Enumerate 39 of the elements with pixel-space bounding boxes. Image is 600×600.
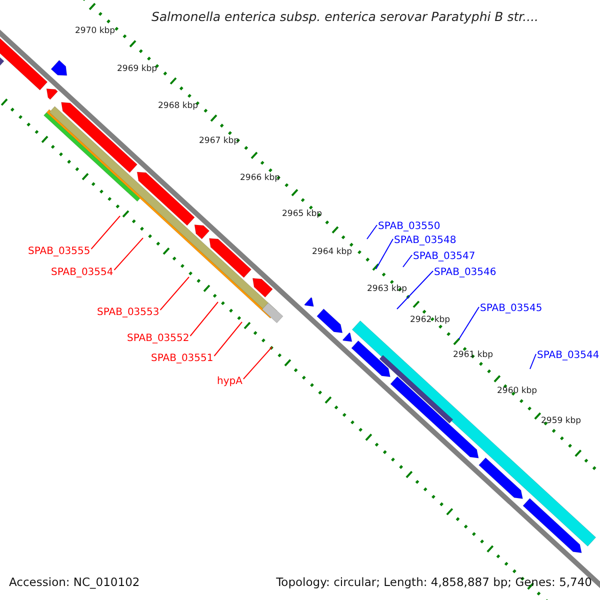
- title: Salmonella enterica subsp. enterica serovar Paratyphi B str....: [150, 9, 540, 24]
- leader-line: [90, 216, 120, 250]
- scale-label: 2964 kbp: [312, 247, 352, 257]
- leader-line: [402, 254, 412, 268]
- scale-label: 2969 kbp: [117, 64, 158, 74]
- scale-label: 2963 kbp: [367, 284, 408, 294]
- leader-line: [242, 346, 272, 380]
- scale-label: 2959 kbp: [541, 416, 582, 426]
- scale-label: 2966 kbp: [240, 173, 280, 183]
- leader-line: [530, 354, 536, 370]
- scale-label: 2960 kbp: [497, 386, 538, 396]
- gene-label: SPAB_03548: [394, 235, 456, 247]
- gene-label: SPAB_03546: [434, 267, 496, 279]
- gene-label: SPAB_03552: [127, 333, 190, 345]
- gene-label: SPAB_03554: [51, 267, 114, 279]
- leader-line: [458, 306, 480, 340]
- gene-label: SPAB_03545: [480, 303, 542, 315]
- scale-label: 2965 kbp: [282, 209, 322, 219]
- gene-label: SPAB_03544: [537, 350, 600, 362]
- gene-label: SPAB_03551: [151, 353, 214, 365]
- leader-line: [160, 276, 190, 310]
- leader-line: [376, 238, 394, 270]
- leader-line: [214, 322, 242, 356]
- scale-label: 2967 kbp: [199, 136, 240, 146]
- scale-label: 2961 kbp: [453, 350, 494, 360]
- scale-label: 2970 kbp: [75, 26, 116, 36]
- gene-label: hypA: [217, 376, 242, 388]
- accession-text: Accession: NC_010102: [9, 575, 140, 589]
- gene-label: SPAB_03547: [413, 251, 476, 263]
- leader-line: [396, 270, 434, 310]
- leader-line: [114, 238, 144, 270]
- gene-label: SPAB_03553: [97, 307, 160, 319]
- leader-line: [190, 302, 218, 336]
- scale-label: 2962 kbp: [410, 315, 450, 325]
- genome-stats-text: Topology: circular; Length: 4,858,887 bp; Genes: 5,740: [276, 575, 592, 589]
- gene-label: SPAB_03550: [378, 221, 440, 233]
- leader-line: [366, 224, 378, 240]
- scale-label: 2968 kbp: [158, 101, 198, 111]
- gene-label: SPAB_03555: [28, 246, 90, 258]
